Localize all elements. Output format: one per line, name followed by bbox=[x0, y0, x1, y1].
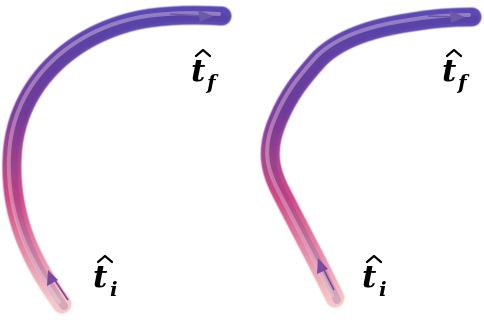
kinked-tube-shade bbox=[268, 15, 478, 304]
end-label-subscript: f bbox=[456, 70, 470, 94]
panel-kinked: t f t i bbox=[260, 7, 482, 308]
smooth-end-arrow bbox=[169, 10, 213, 22]
smooth-tube bbox=[2, 5, 232, 314]
start-label-subscript: i bbox=[379, 277, 387, 301]
smooth-end-label: t f bbox=[191, 48, 219, 94]
smooth-tube-shade bbox=[9, 13, 228, 310]
kinked-end-label: t f bbox=[442, 48, 470, 94]
smooth-start-label: t i bbox=[93, 254, 118, 301]
end-label-subscript: f bbox=[205, 70, 219, 94]
end-label-symbol: t bbox=[442, 53, 457, 89]
smooth-start-arrow bbox=[47, 270, 69, 301]
kinked-tube-highlight bbox=[265, 13, 471, 298]
kinked-end-arrow bbox=[427, 11, 465, 23]
kinked-tube bbox=[260, 7, 482, 308]
kinked-start-arrow bbox=[317, 258, 335, 291]
start-label-symbol: t bbox=[93, 259, 108, 295]
start-label-symbol: t bbox=[362, 259, 377, 295]
panel-smooth: t f t i bbox=[2, 5, 232, 314]
end-label-symbol: t bbox=[191, 53, 206, 89]
start-label-subscript: i bbox=[110, 277, 118, 301]
kinked-start-label: t i bbox=[362, 254, 387, 301]
